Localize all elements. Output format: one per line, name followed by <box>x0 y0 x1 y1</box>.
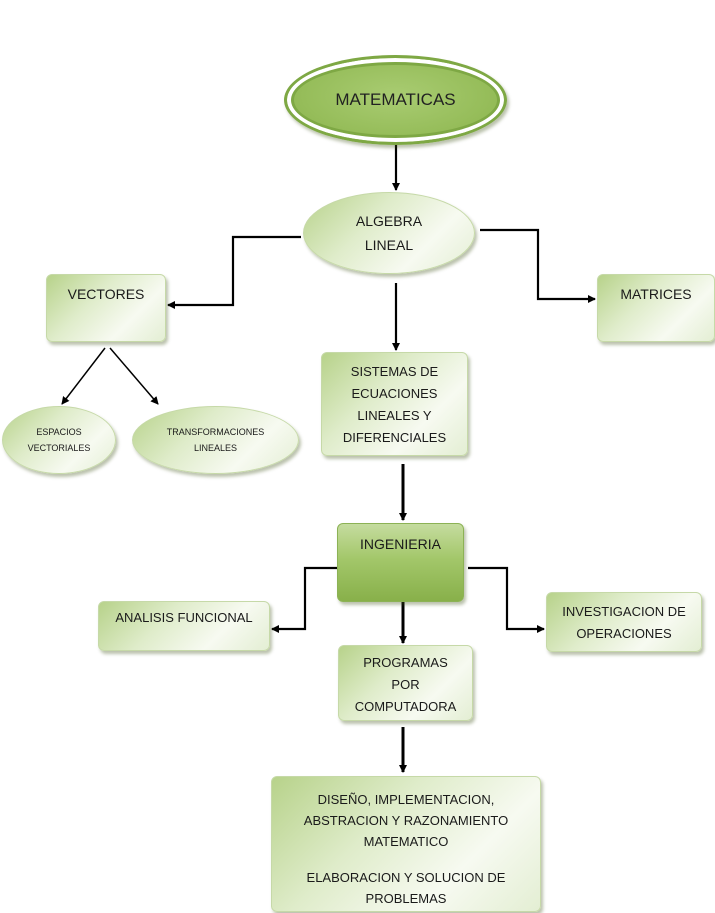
edge-vectores-espacios <box>61 347 106 405</box>
node-matematicas-label: MATEMATICAS <box>335 90 456 109</box>
node-programas-computadora: PROGRAMAS POR COMPUTADORA <box>338 645 473 721</box>
node-sistemas-line: LINEALES Y <box>357 408 432 423</box>
edge-algebra-vectores <box>167 235 301 309</box>
node-vectores: VECTORES <box>46 274 166 342</box>
edge-ingenieria-investigacion <box>468 566 545 633</box>
node-investigacion-line: INVESTIGACION DE <box>562 604 686 619</box>
node-espacios-vectoriales: ESPACIOS VECTORIALES <box>2 406 116 474</box>
node-programas-line: PROGRAMAS <box>363 655 448 670</box>
node-investigacion-operaciones: INVESTIGACION DE OPERACIONES <box>546 592 702 652</box>
node-diseno-line: DISEÑO, IMPLEMENTACION, <box>317 792 495 807</box>
node-algebra-lineal-line: LINEAL <box>364 237 414 253</box>
node-sistemas-line: DIFERENCIALES <box>342 430 447 445</box>
node-diseno-implementacion: DISEÑO, IMPLEMENTACION, ABSTRACION Y RAZ… <box>271 776 541 912</box>
node-matrices: MATRICES <box>597 274 715 342</box>
node-ingenieria: INGENIERIA <box>337 523 464 602</box>
node-sistemas-line: ECUACIONES <box>351 386 438 401</box>
node-sistemas-ecuaciones: SISTEMAS DE ECUACIONES LINEALES Y DIFERE… <box>321 352 468 456</box>
node-diseno-line: ABSTRACION Y RAZONAMIENTO <box>303 813 509 828</box>
node-transformaciones-line: LINEALES <box>193 443 238 453</box>
node-programas-line: COMPUTADORA <box>354 699 457 714</box>
node-espacios-line: ESPACIOS <box>36 427 82 437</box>
node-diseno-line: MATEMATICO <box>363 834 449 849</box>
node-algebra-lineal-line: ALGEBRA <box>355 213 423 229</box>
node-ingenieria-label: INGENIERIA <box>360 536 441 552</box>
node-sistemas-line: SISTEMAS DE <box>350 364 439 379</box>
node-transformaciones-lineales: TRANSFORMACIONES LINEALES <box>132 406 299 474</box>
edge-vectores-transformaciones <box>109 347 159 405</box>
node-diseno-line: ELABORACION Y SOLUCION DE <box>306 870 506 885</box>
edge-ingenieria-analisis <box>271 566 337 633</box>
node-vectores-label: VECTORES <box>67 286 145 302</box>
node-analisis-label: ANALISIS FUNCIONAL <box>115 610 253 625</box>
node-algebra-lineal: ALGEBRA LINEAL <box>303 192 475 274</box>
node-analisis-funcional: ANALISIS FUNCIONAL <box>98 601 270 651</box>
node-espacios-line: VECTORIALES <box>27 443 91 453</box>
node-matematicas: MATEMATICAS <box>284 55 507 145</box>
edge-algebra-matrices <box>480 228 596 303</box>
node-programas-line: POR <box>391 677 420 692</box>
node-matrices-label: MATRICES <box>620 286 692 302</box>
node-transformaciones-line: TRANSFORMACIONES <box>166 427 265 437</box>
node-diseno-line: PROBLEMAS <box>365 891 447 906</box>
node-investigacion-line: OPERACIONES <box>576 626 672 641</box>
